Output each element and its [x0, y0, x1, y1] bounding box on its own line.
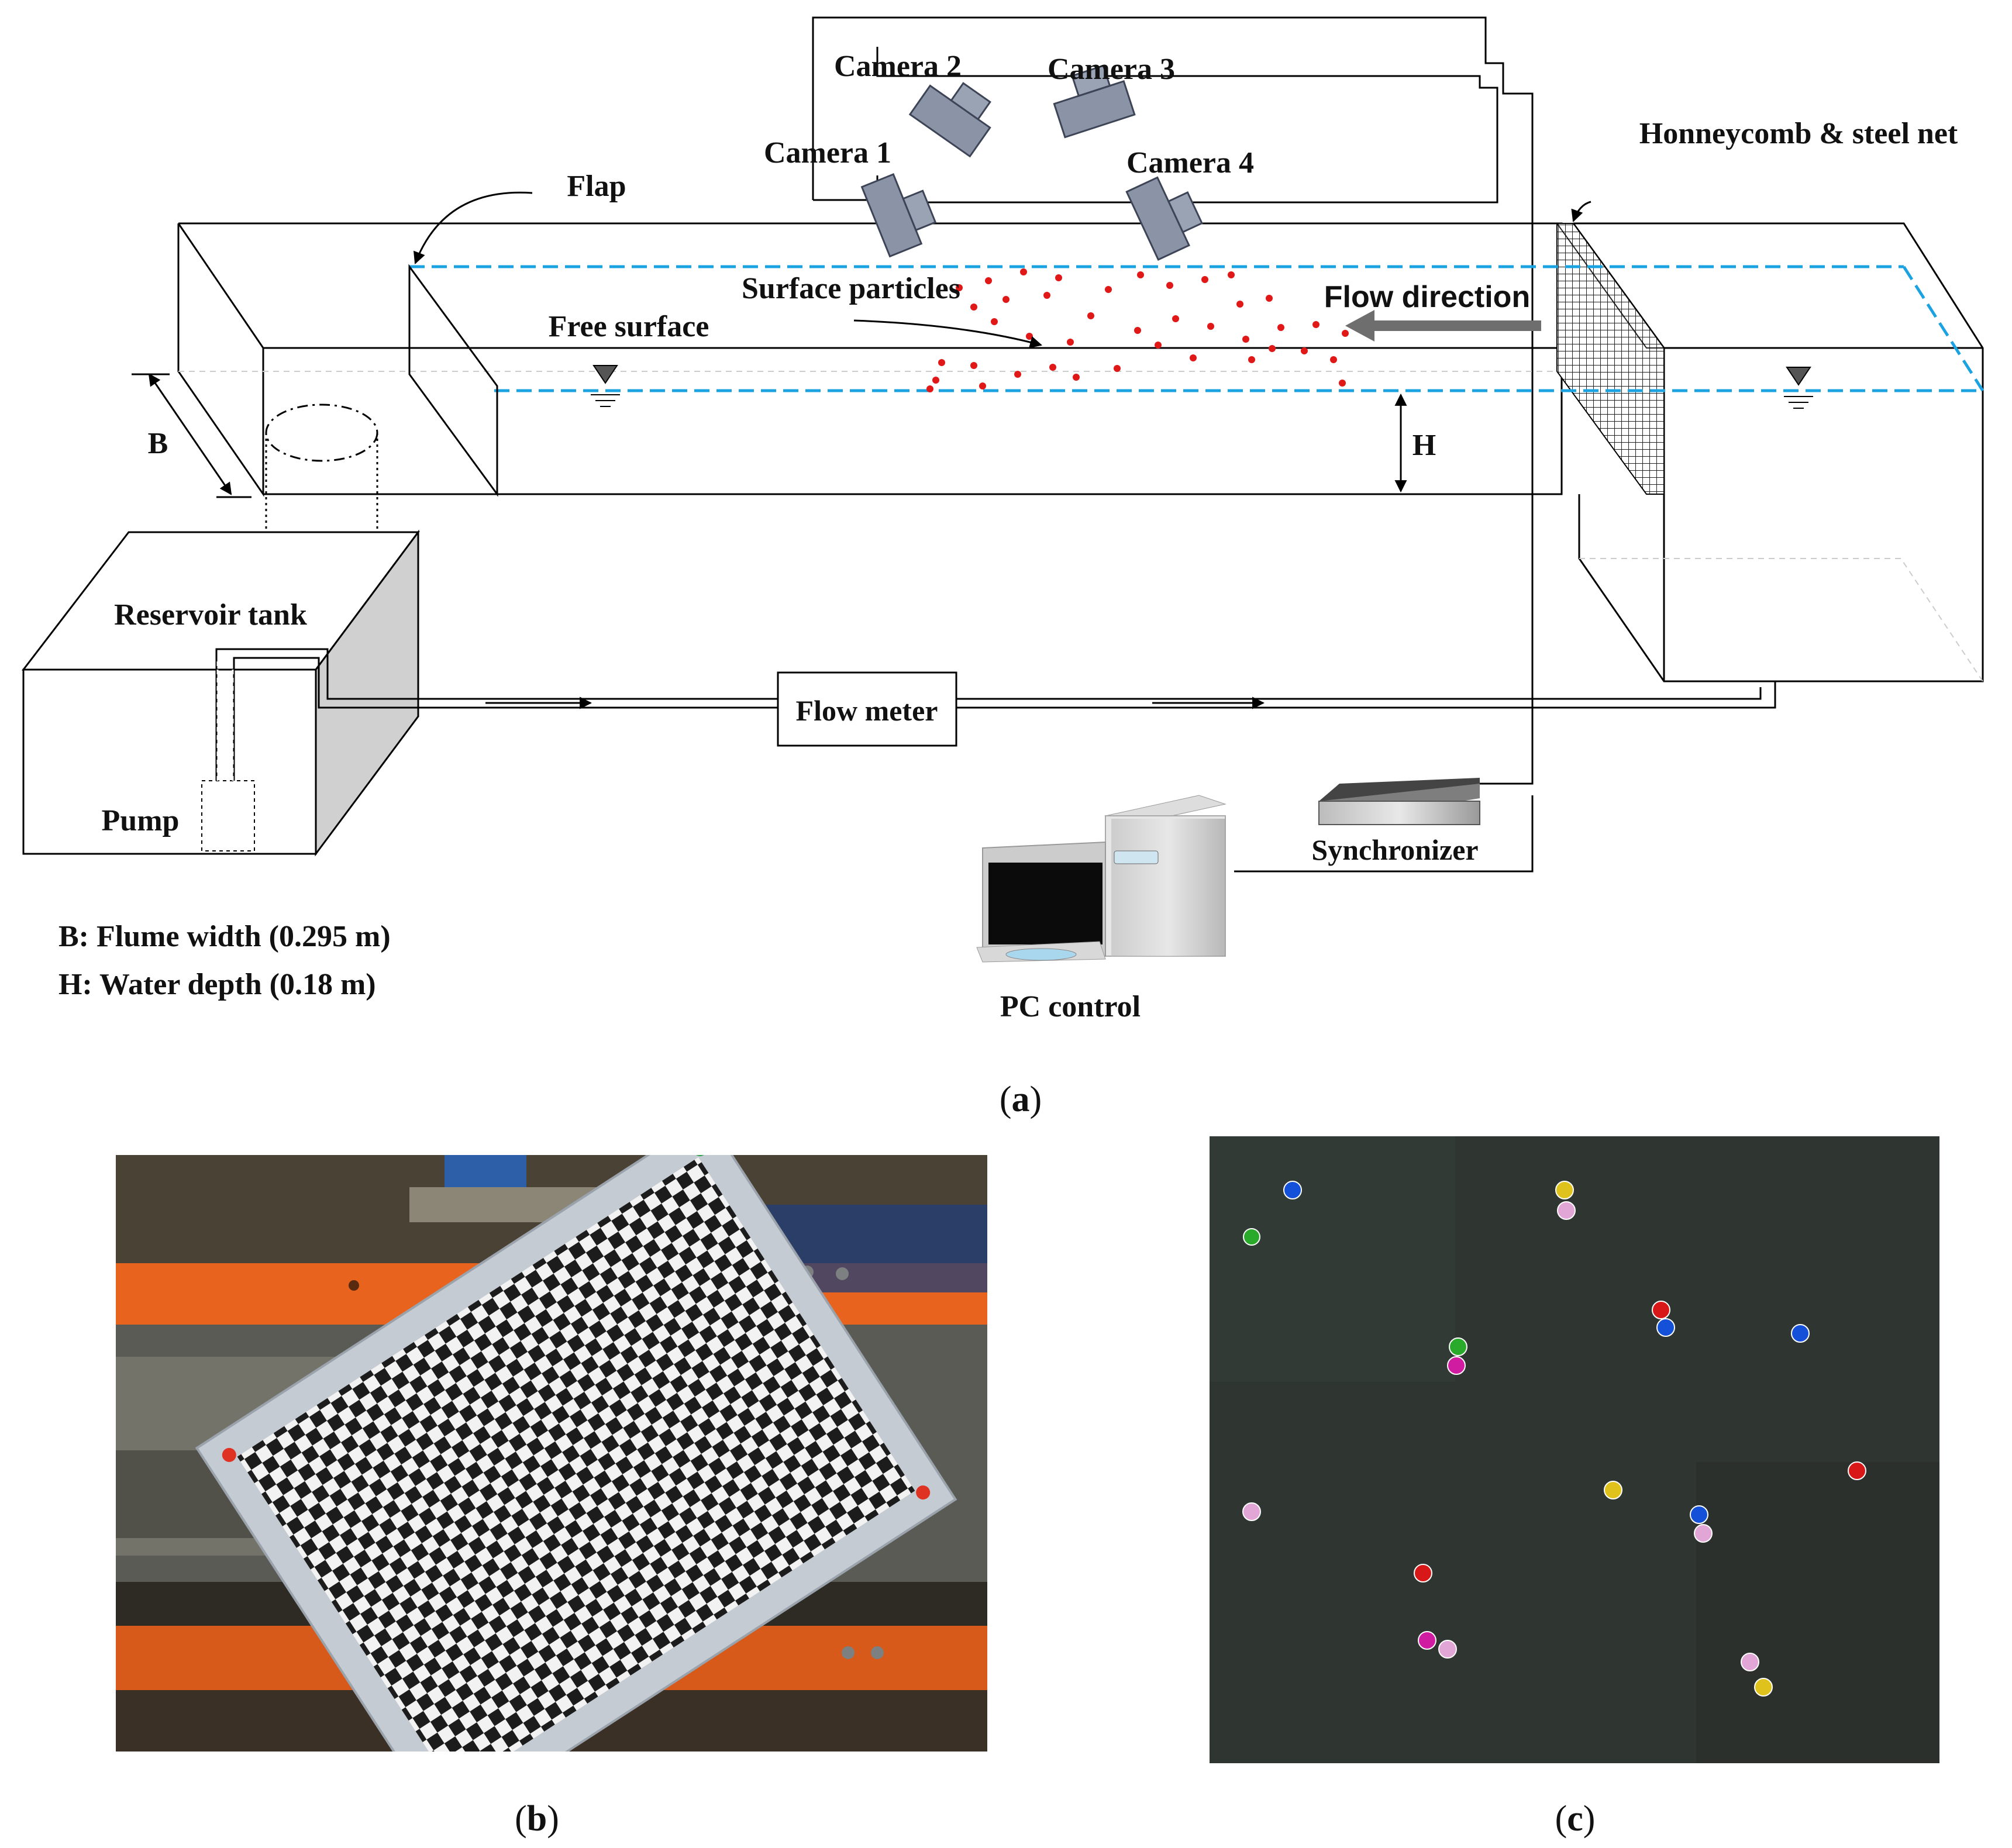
pump-label: Pump	[102, 804, 180, 837]
synchronizer-device	[1234, 778, 1532, 873]
flume	[177, 222, 1563, 497]
camera-1-icon	[860, 173, 937, 258]
camera-2-label: Camera 2	[834, 50, 962, 83]
reservoir-tank	[21, 529, 781, 857]
legend-depth: H: Water depth (0.18 m)	[58, 968, 376, 1001]
panel-b-photo	[116, 1155, 987, 1752]
camera-3-label: Camera 3	[1048, 53, 1175, 86]
surface-particles	[926, 268, 1349, 392]
free-surface-label: Free surface	[549, 310, 709, 343]
camera-4-icon	[1125, 176, 1203, 261]
legend-width: B: Flume width (0.295 m)	[58, 920, 391, 953]
pc-control-label: PC control	[1000, 990, 1141, 1023]
pipeline	[485, 681, 1776, 709]
surface-particles-pointer	[853, 319, 1043, 349]
caption-a: (a)	[1000, 1080, 1042, 1119]
camera-4-label: Camera 4	[1126, 146, 1254, 180]
flap	[408, 191, 533, 497]
width-dimension	[132, 373, 252, 498]
flap-label: Flap	[567, 170, 626, 203]
caption-b: (b)	[515, 1799, 559, 1839]
honeycomb-steel-net	[1556, 201, 1665, 495]
pc-computer-icon	[976, 795, 1227, 963]
synchronizer-label: Synchronizer	[1311, 833, 1478, 866]
flow-meter-box	[777, 671, 957, 747]
water-surface-lines	[409, 265, 1985, 392]
width-symbol: B	[148, 427, 168, 460]
marker-dots	[1242, 1181, 1866, 1697]
surface-particles-label: Surface particles	[742, 272, 960, 305]
camera-2-icon	[908, 82, 991, 158]
panel-a: Flow meter Synchronizer PC control	[21, 16, 1985, 1119]
depth-symbol: H	[1412, 429, 1436, 462]
reservoir-tank-label: Reservoir tank	[114, 598, 307, 632]
flow-direction-arrow	[1345, 310, 1541, 342]
free-surface-symbol	[591, 365, 1813, 409]
camera-3-icon	[1053, 64, 1136, 139]
flow-meter-label: Flow meter	[796, 694, 938, 727]
flow-direction-label: Flow direction	[1324, 280, 1530, 314]
honeycomb-label: Honneycomb & steel net	[1639, 117, 1958, 150]
camera-1-label: Camera 1	[764, 136, 891, 170]
panel-c-particles	[1210, 1136, 1939, 1763]
caption-c: (c)	[1555, 1799, 1596, 1839]
